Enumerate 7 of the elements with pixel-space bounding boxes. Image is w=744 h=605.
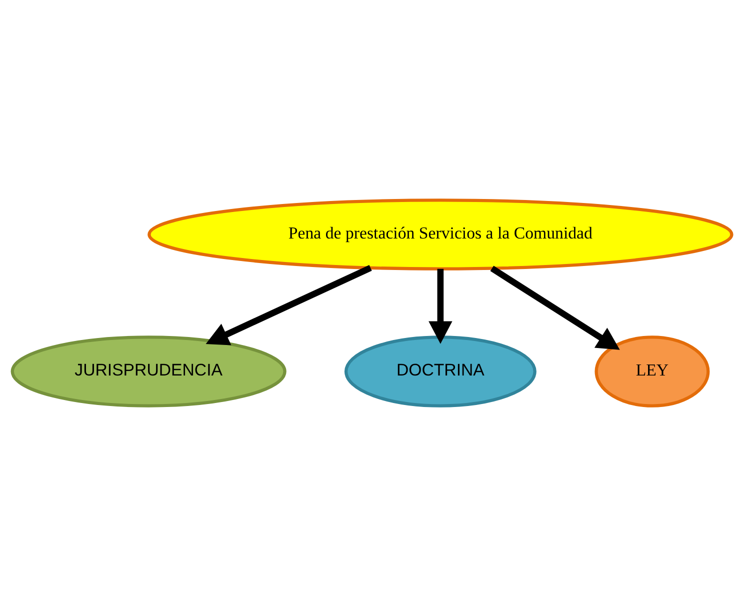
arrow (428, 268, 452, 344)
arrow (490, 265, 620, 350)
node-ellipse: JURISPRUDENCIA (10, 335, 286, 407)
node-ellipse: Pena de prestación Servicios a la Comunidad (148, 198, 734, 270)
node-ellipse: DOCTRINA (344, 335, 536, 407)
node-ellipse: LEY (594, 335, 710, 407)
arrow (206, 264, 372, 345)
